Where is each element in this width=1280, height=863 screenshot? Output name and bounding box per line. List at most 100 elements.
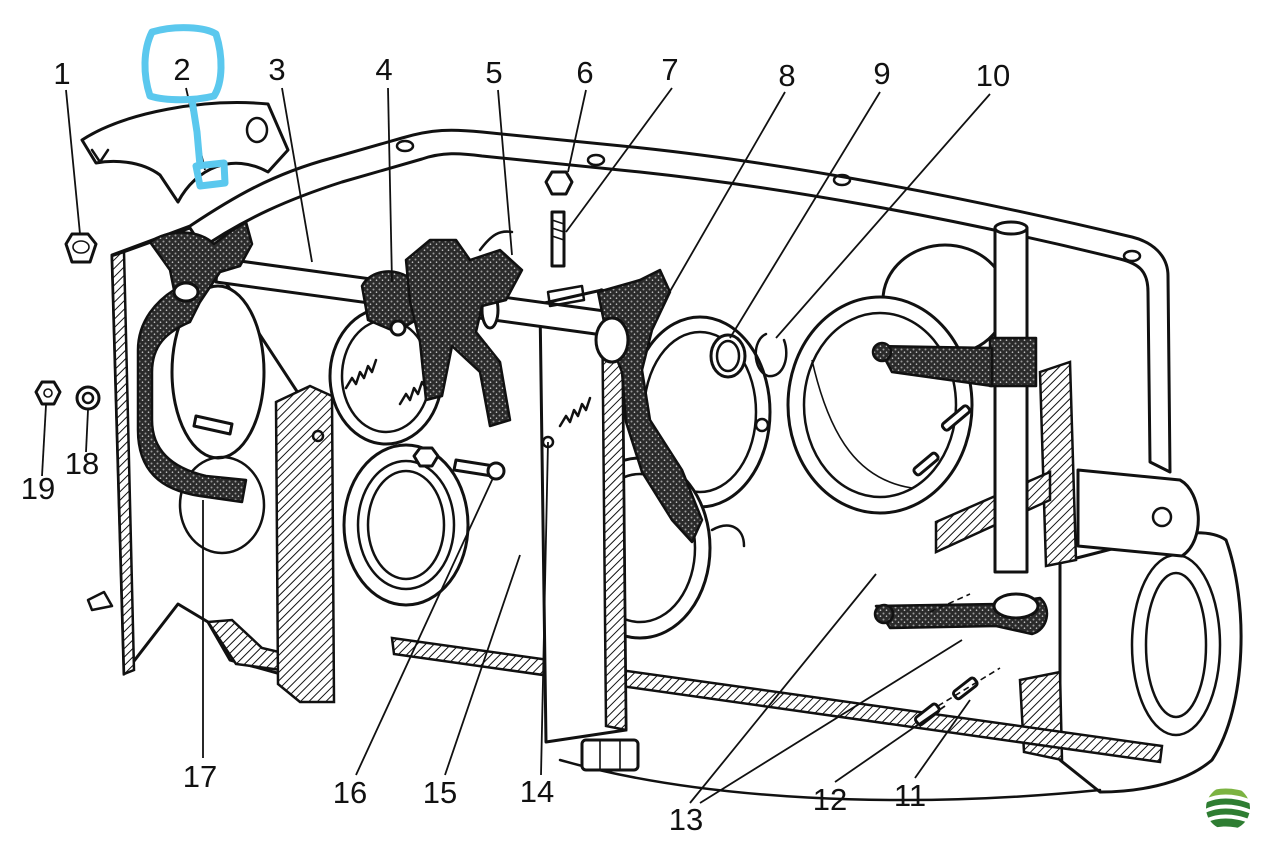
callout-15: 15 [423, 775, 457, 810]
logo-stripe [1206, 808, 1250, 822]
left-lower-bore [178, 455, 266, 555]
selector-rod-top [993, 220, 1029, 236]
flange-bolt-hole [832, 173, 852, 187]
detent-pin [940, 404, 972, 432]
leader-line-7 [565, 87, 673, 233]
callout-13: 13 [669, 802, 703, 837]
selector-lower-knob [873, 603, 895, 625]
leader-line-4 [387, 87, 393, 283]
spring-c [558, 396, 592, 428]
callout-3: 3 [268, 52, 285, 87]
leader-line-8 [664, 91, 786, 301]
nut-19-hole [43, 388, 53, 398]
bolt-16-head [486, 461, 506, 481]
second-wall-plate [274, 384, 336, 704]
leader-line-15 [444, 554, 521, 776]
callout-19: 19 [21, 471, 55, 506]
callout-12: 12 [813, 782, 847, 817]
leader-line-11 [914, 699, 971, 779]
nut-19 [34, 380, 62, 406]
flange-bolt-hole [1122, 249, 1142, 263]
callout-5: 5 [485, 55, 502, 90]
callout-6: 6 [576, 55, 593, 90]
callout-7: 7 [661, 52, 678, 87]
shift-fork-5 [404, 238, 524, 428]
fork-end-hook [710, 524, 746, 548]
bolt-7-thread [551, 219, 565, 241]
selector-lever-knob [871, 341, 893, 363]
shift-fork-left [136, 220, 254, 504]
lower-bearing-bore-ring [366, 469, 446, 581]
lower-back-edge [558, 758, 1102, 802]
leader-line-12 [834, 705, 946, 783]
leader-line-3 [281, 87, 313, 263]
left-wall-edge [110, 250, 136, 676]
upper-right-bore [786, 295, 974, 515]
washer-18-hole [81, 391, 95, 405]
fork-8-ring [594, 316, 630, 364]
leader-line-5 [497, 89, 513, 256]
upper-right-bore-inner [802, 311, 958, 499]
callout-16: 16 [333, 775, 367, 810]
highlight-pointer-end [192, 159, 229, 190]
lug-hole [245, 116, 269, 144]
logo-stripe [1206, 798, 1250, 812]
pin-guide [937, 667, 1001, 707]
callout-labels: 1 2 3 4 5 6 7 8 9 10 11 12 13 14 15 16 1… [21, 52, 1010, 837]
right-wall [1038, 360, 1078, 568]
bolt-7 [550, 210, 566, 268]
top-flange [110, 128, 1172, 474]
flange-bolt-hole [586, 153, 606, 167]
selector-collar [988, 336, 1038, 388]
logo-circle [1206, 786, 1250, 830]
ring-9-inner [715, 339, 741, 373]
nut-1 [64, 232, 98, 264]
lug-notch [90, 148, 110, 164]
bore-shading [811, 359, 913, 489]
callout-9: 9 [873, 56, 890, 91]
leader-line-14 [540, 441, 549, 776]
logo-stripe [1206, 818, 1250, 830]
leader-line-18 [85, 409, 89, 453]
bolt-left [192, 414, 234, 436]
logo-stripe [1206, 788, 1250, 802]
fork-4-bolt [389, 319, 407, 337]
pin-12 [914, 702, 941, 727]
callout-8: 8 [778, 58, 795, 93]
callout-17: 17 [183, 759, 217, 794]
right-boss [1076, 468, 1200, 558]
highlight-box [141, 24, 225, 104]
leader-line-6 [567, 89, 587, 173]
second-wall [274, 306, 470, 704]
selector-lever-ring [992, 592, 1040, 620]
callout-14: 14 [520, 774, 554, 809]
selector-rod [993, 226, 1029, 574]
washer-18 [75, 385, 101, 411]
selector-lever-upper [876, 344, 994, 388]
housing [80, 101, 1243, 802]
flange-bolt-hole [395, 139, 415, 153]
bearing-nut [412, 446, 440, 468]
callout-2: 2 [173, 52, 190, 87]
right-bearing-bore-inner [1144, 571, 1208, 719]
leader-line-9 [729, 91, 881, 339]
highlight-pointer [188, 96, 204, 170]
pin-guide [929, 593, 971, 613]
callout-1: 1 [53, 56, 70, 91]
leader-line-1 [65, 89, 81, 235]
shift-forks [136, 220, 746, 548]
spring-a [344, 358, 378, 390]
leader-line-10 [775, 93, 991, 339]
callout-18: 18 [65, 446, 99, 481]
selector-support [934, 470, 1052, 554]
left-wall-foot [86, 590, 114, 612]
leader-lines [41, 87, 991, 804]
right-selector [871, 220, 1052, 636]
fork-5-wire [478, 230, 514, 252]
green-stripes-logo [1206, 786, 1250, 830]
callout-4: 4 [375, 52, 392, 87]
spring-b [398, 380, 428, 406]
callout-10: 10 [976, 58, 1010, 93]
